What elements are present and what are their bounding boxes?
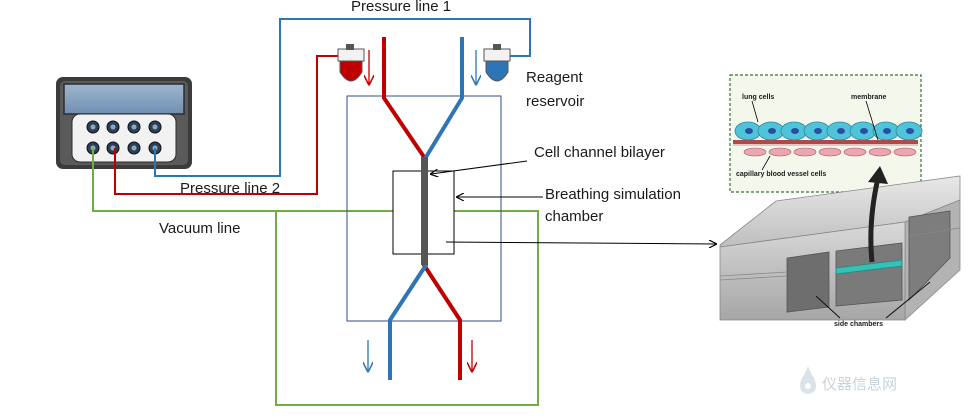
capillary-cell — [793, 147, 817, 157]
capillary-cell — [843, 147, 867, 157]
membrane-sheet — [835, 259, 903, 275]
pressure-line-1-label: Pressure line 1 — [351, 0, 451, 15]
blue-reagent-reservoir — [483, 44, 511, 82]
capillary-cells-label: capillary blood vessel cells — [736, 171, 826, 178]
cell-channel-bilayer-label: Cell channel bilayer — [534, 144, 665, 161]
pressure-line-1 — [154, 18, 531, 177]
lung-cells-label: lung cells — [742, 94, 774, 101]
vacuum-line-label: Vacuum line — [159, 220, 240, 237]
controller-display — [63, 83, 185, 115]
capillary-cell — [868, 147, 892, 157]
microfluidic-device — [346, 95, 502, 322]
capillary-cell — [893, 147, 917, 157]
side-chambers-label: side chambers — [834, 321, 883, 328]
droplet-logo-icon — [800, 366, 816, 394]
inset-callout-arrow — [445, 242, 716, 244]
breathing-chamber-label-1: Breathing simulation — [545, 186, 681, 203]
watermark: 仪器信息网 — [800, 366, 897, 394]
capillary-cell — [818, 147, 842, 157]
cell-channel-bilayer — [421, 157, 428, 265]
pressure-line-2 — [114, 55, 343, 195]
breathing-chamber-label-2: chamber — [545, 208, 603, 225]
capillary-cell — [743, 147, 767, 157]
capillary-cell — [768, 147, 792, 157]
watermark-text: 仪器信息网 — [822, 375, 897, 393]
red-reagent-reservoir — [337, 44, 365, 82]
chip-cross-section: side chambers — [719, 166, 961, 328]
pressure-controller — [56, 77, 192, 169]
reagent-reservoir-label-1: Reagent — [526, 69, 584, 86]
bilayer-callout-arrow — [431, 160, 528, 174]
vacuum-line — [92, 148, 539, 406]
cell-layer-inset: lung cells membrane capillary blood vess… — [729, 74, 923, 193]
membrane-label: membrane — [851, 94, 887, 101]
reagent-reservoir-label-2: reservoir — [526, 93, 584, 110]
pressure-line-2-label: Pressure line 2 — [180, 180, 280, 197]
